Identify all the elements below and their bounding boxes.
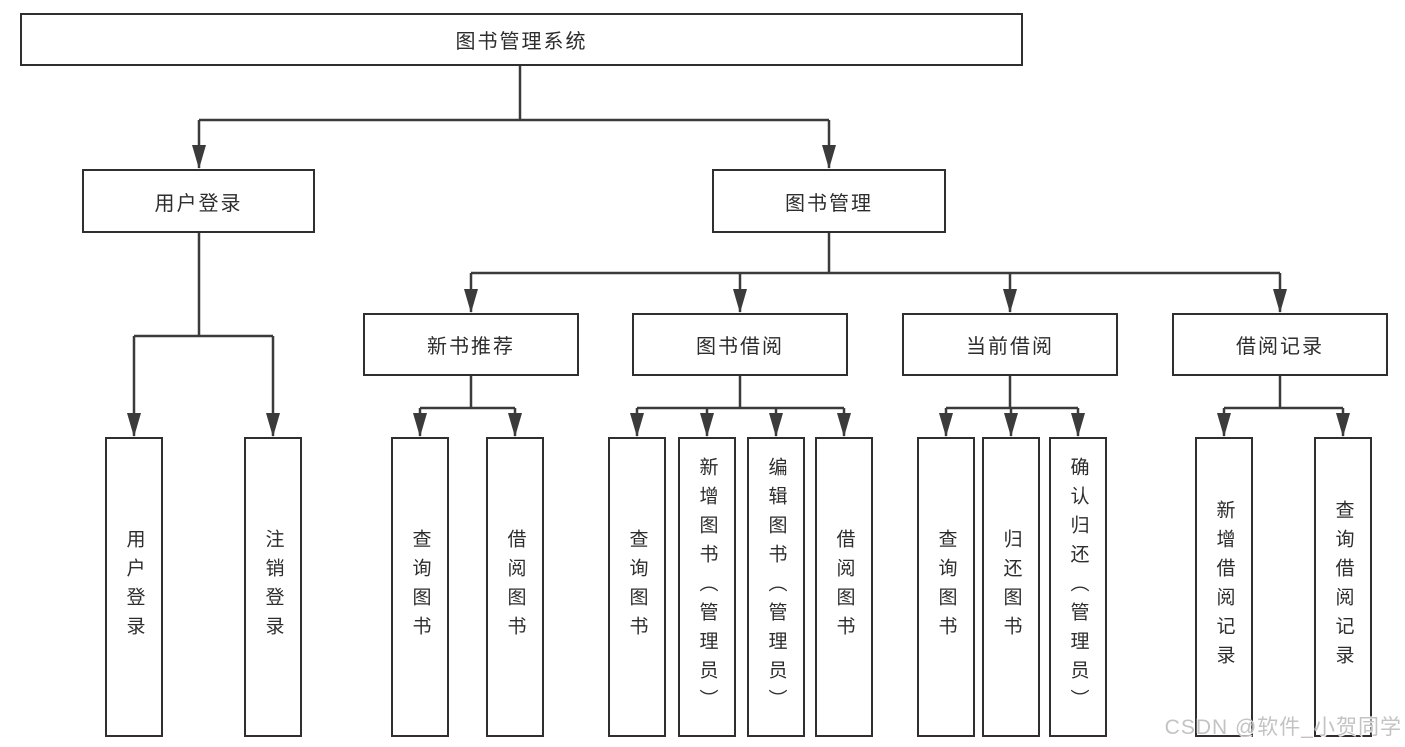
leaf-logout: 注销登录 (244, 437, 302, 737)
connector-borrow-records-split (1224, 376, 1343, 410)
leaf-query-book-recommend: 查询图书 (391, 437, 449, 737)
leaf-query-book-current: 查询图书 (917, 437, 975, 737)
connector-user-login-split (134, 233, 273, 338)
node-borrow-records: 借阅记录 (1172, 313, 1388, 376)
leaf-borrow-book: 借阅图书 (815, 437, 873, 737)
leaf-confirm-return-admin: 确认归还（管理员） (1049, 437, 1107, 737)
leaf-borrow-book-recommend: 借阅图书 (486, 437, 544, 737)
leaf-return-book: 归还图书 (982, 437, 1040, 737)
node-new-book-recommend: 新书推荐 (363, 313, 579, 376)
connector-root-split (199, 66, 829, 122)
node-book-management: 图书管理 (712, 169, 946, 233)
node-user-login: 用户登录 (82, 169, 315, 233)
node-current-borrow: 当前借阅 (902, 313, 1118, 376)
csdn-watermark: CSDN @软件_小贺同学 (1164, 716, 1402, 739)
leaf-add-borrow-record: 新增借阅记录 (1195, 437, 1253, 737)
node-library-system: 图书管理系统 (20, 13, 1023, 66)
connector-current-borrow-split (946, 376, 1078, 410)
connector-book-borrow-split (637, 376, 844, 410)
leaf-query-borrow-record: 查询借阅记录 (1314, 437, 1372, 737)
leaf-edit-book-admin: 编辑图书（管理员） (747, 437, 805, 737)
leaf-add-book-admin: 新增图书（管理员） (678, 437, 736, 737)
node-book-borrow: 图书借阅 (632, 313, 848, 376)
connector-new-book-split (420, 376, 515, 410)
leaf-user-login: 用户登录 (105, 437, 163, 737)
leaf-query-book-borrow: 查询图书 (608, 437, 666, 737)
connector-book-management-split (471, 233, 1280, 275)
